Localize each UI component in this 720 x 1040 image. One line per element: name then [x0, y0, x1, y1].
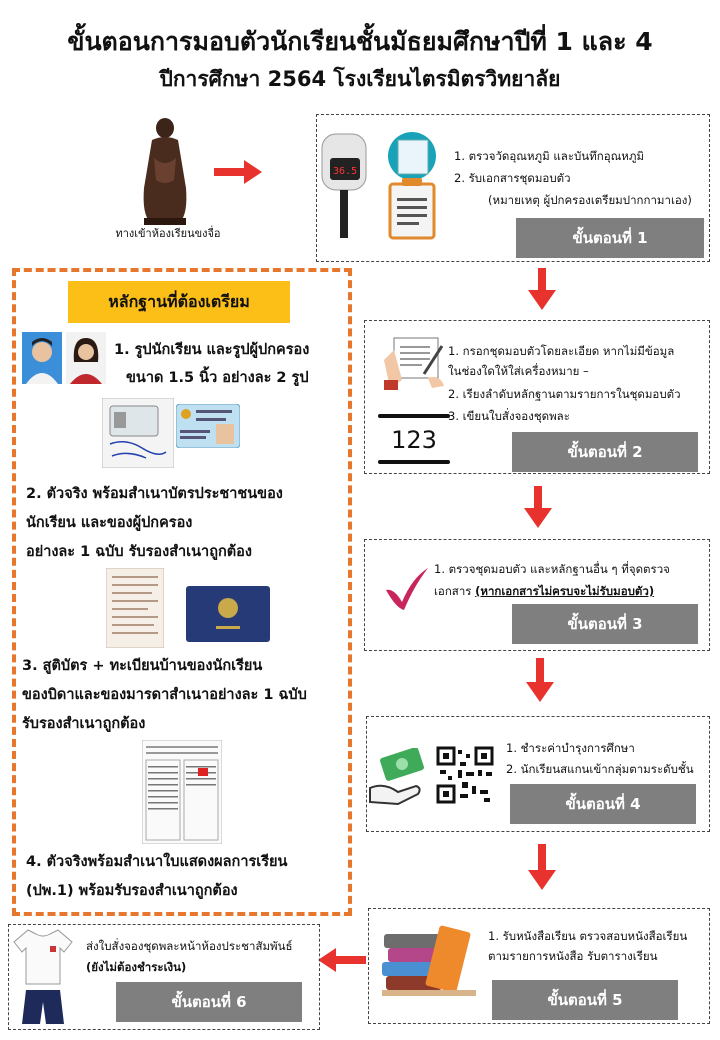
- entrance-caption: ทางเข้าห้องเรียนขงจื่อ: [115, 227, 221, 240]
- arrow-left-icon: [318, 948, 366, 972]
- step5-item1b: ตามรายการหนังสือ รับตารางเรียน: [488, 949, 658, 963]
- money-hand-icon: [369, 748, 424, 806]
- step6-line1: ส่งใบสั่งจองชุดพละหน้าห้องประชาสัมพันธ์: [86, 939, 293, 953]
- step4-label: ขั้นตอนที่ 4: [510, 784, 696, 824]
- step2-box: [364, 320, 710, 474]
- birth-certificate-icon: [106, 568, 164, 648]
- step2-item2: 2. เรียงลำดับหลักฐานตามรายการในชุดมอบตัว: [448, 387, 681, 401]
- evidence-item3b: ของบิดาและของมารดาสำเนาอย่างละ 1 ฉบับ: [22, 687, 307, 703]
- step4-box: [366, 716, 710, 832]
- step3-label: ขั้นตอนที่ 3: [512, 604, 698, 644]
- qr-code-icon: [436, 746, 494, 804]
- step6-line2: (ยังไม่ต้องชำระเงิน): [86, 960, 187, 974]
- step3-box: [364, 539, 710, 651]
- house-registration-icon: [186, 586, 270, 642]
- step6-label: ขั้นตอนที่ 6: [116, 982, 302, 1022]
- step1-label: ขั้นตอนที่ 1: [516, 218, 704, 258]
- evidence-item4a: 4. ตัวจริงพร้อมสำเนาใบแสดงผลการเรียน: [26, 854, 288, 870]
- evidence-item4b: (ปพ.1) พร้อมรับรองสำเนาถูกต้อง: [26, 883, 238, 899]
- step2-item1a: 1. กรอกชุดมอบตัวโดยละเอียด หากไม่มีข้อมู…: [448, 344, 675, 358]
- step2-item1b: ในช่องใดให้ใส่เครื่องหมาย –: [448, 364, 589, 378]
- step2-label: ขั้นตอนที่ 2: [512, 432, 698, 472]
- evidence-item3a: 3. สูติบัตร + ทะเบียนบ้านของนักเรียน: [22, 658, 263, 674]
- step4-item1: 1. ชำระค่าบำรุงการศึกษา: [506, 741, 635, 755]
- step1-item2: 2. รับเอกสารชุดมอบตัว: [454, 171, 571, 185]
- checkmark-icon: [386, 568, 428, 610]
- number-icon: 123: [378, 414, 450, 464]
- step2-item3: 3. เขียนใบสั่งจองชุดพละ: [448, 409, 570, 423]
- evidence-heading: หลักฐานที่ต้องเตรียม: [68, 281, 290, 323]
- number-icon-text: 123: [391, 426, 437, 454]
- step5-item1a: 1. รับหนังสือเรียน ตรวจสอบหนังสือเรียน: [488, 929, 688, 943]
- step3-warning: (หากเอกสารไม่ครบจะไม่รับมอบตัว): [475, 584, 655, 598]
- arrow-down-icon: [528, 844, 556, 890]
- step4-item2: 2. นักเรียนสแกนเข้ากลุ่มตามระดับชั้น: [506, 762, 694, 776]
- step5-label: ขั้นตอนที่ 5: [492, 980, 678, 1020]
- arrow-down-icon: [526, 658, 554, 702]
- student-photo: [22, 332, 62, 384]
- parent-photo: [66, 332, 106, 384]
- step1-box: [316, 114, 710, 262]
- arrow-down-icon: [524, 486, 552, 528]
- step5-box: [368, 908, 710, 1024]
- step6-box: [8, 924, 320, 1030]
- step1-note: (หมายเหตุ ผู้ปกครองเตรียมปากกามาเอง): [488, 193, 692, 207]
- thermometer-reading: 36.5: [333, 166, 357, 177]
- step3-item1b: เอกสาร (หากเอกสารไม่ครบจะไม่รับมอบตัว): [434, 581, 654, 601]
- evidence-item2c: อย่างละ 1 ฉบับ รับรองสำเนาถูกต้อง: [26, 544, 252, 560]
- evidence-item1a: 1. รูปนักเรียน และรูปผู้ปกครอง: [114, 342, 310, 358]
- evidence-item1b: ขนาด 1.5 นิ้ว อย่างละ 2 รูป: [126, 370, 309, 386]
- arrow-down-icon: [528, 268, 556, 310]
- document-icon: [388, 132, 436, 240]
- thermometer-icon: 36.5: [321, 133, 367, 238]
- transcript-icon: [142, 740, 222, 844]
- tshirt-icon: [13, 929, 73, 1024]
- books-icon: [382, 925, 476, 996]
- page-subtitle: ปีการศึกษา 2564 โรงเรียนไตรมิตรวิทยาลัย: [159, 67, 561, 91]
- page-title: ขั้นตอนการมอบตัวนักเรียนชั้นมัธยมศึกษาปี…: [67, 27, 653, 56]
- step3-item1b-prefix: เอกสาร: [434, 584, 476, 598]
- step3-item1: 1. ตรวจชุดมอบตัว และหลักฐานอื่น ๆ ที่จุด…: [434, 562, 670, 576]
- form-writing-icon: [384, 337, 444, 390]
- step1-item1: 1. ตรวจวัดอุณหภูมิ และบันทึกอุณหภูมิ: [454, 149, 645, 163]
- evidence-item2b: นักเรียน และของผู้ปกครอง: [26, 515, 193, 531]
- evidence-item3c: รับรองสำเนาถูกต้อง: [22, 716, 146, 732]
- arrow-right-icon: [214, 160, 262, 184]
- shorts-icon: [22, 990, 64, 1024]
- id-card-copy-icon: [102, 398, 174, 468]
- id-card-icon: [176, 404, 240, 448]
- evidence-box: [12, 268, 352, 916]
- evidence-item2a: 2. ตัวจริง พร้อมสำเนาบัตรประชาชนของ: [26, 486, 283, 502]
- confucius-statue-icon: [143, 118, 187, 225]
